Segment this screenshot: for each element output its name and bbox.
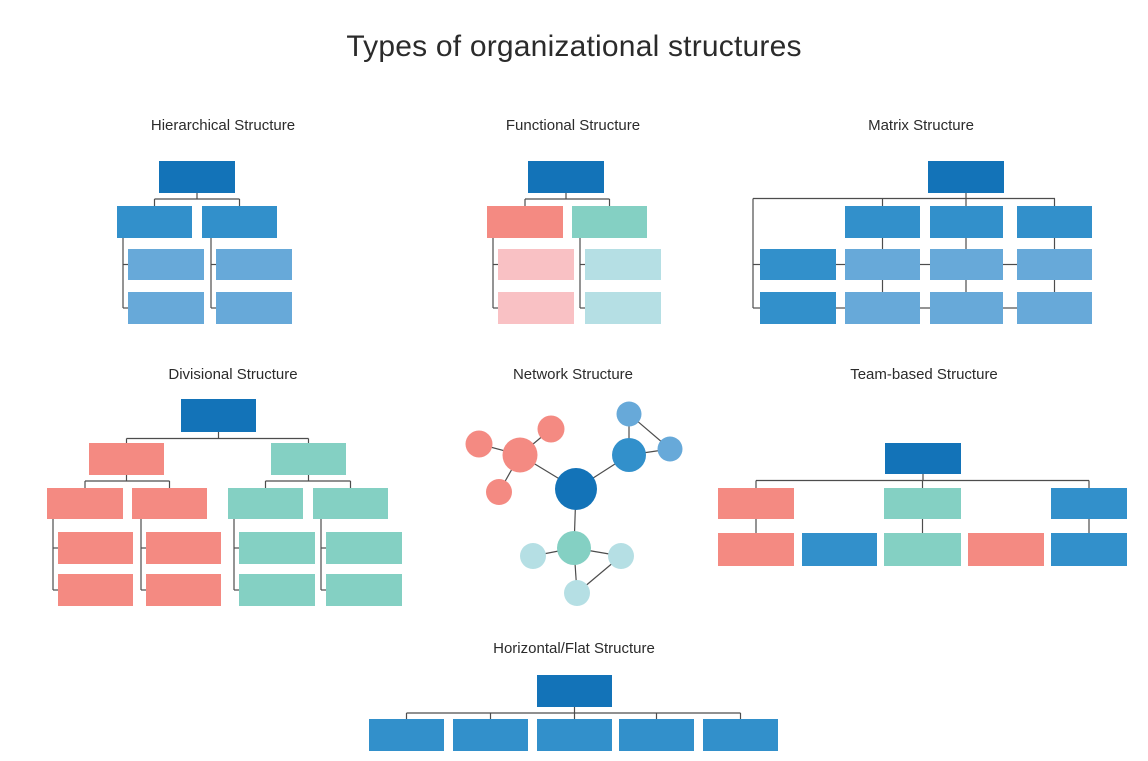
team-based-node-box [1051,533,1127,566]
network-node-circle [486,479,512,505]
divisional-node-box [239,532,315,564]
network-node-circle [608,543,634,569]
matrix-node-box [928,161,1004,193]
horizontal-flat-node-box [619,719,694,751]
matrix-node-box [1017,206,1092,238]
horizontal-flat-node-box [703,719,778,751]
team-based-node-box [884,533,961,566]
matrix-node-box [930,249,1003,280]
divisional-node-box [313,488,388,519]
divisional-node-box [132,488,207,519]
horizontal-flat-node-box [537,719,612,751]
network-node-circle [657,436,683,462]
diagram-label-network: Network Structure [512,366,634,383]
team-based-node-box [718,533,794,566]
horizontal-flat-node-box [537,675,612,707]
diagram-label-hierarchical: Hierarchical Structure [150,117,296,134]
functional-node-box [585,249,661,280]
divisional-node-box [58,574,133,606]
network-node-circle [520,543,546,569]
horizontal-flat-node-box [369,719,444,751]
diagram-team-based [718,443,1127,566]
matrix-node-box [930,206,1003,238]
horizontal-flat-node-box [453,719,528,751]
divisional-node-box [326,574,402,606]
hierarchical-node-box [216,249,292,280]
functional-node-box [528,161,604,193]
matrix-node-box [760,292,836,324]
team-based-node-box [968,533,1044,566]
diagram-label-divisional: Divisional Structure [168,366,298,383]
network-node-circle [555,468,597,510]
divisional-node-box [58,532,133,564]
hierarchical-node-box [159,161,235,193]
divisional-node-box [181,399,256,432]
team-based-node-box [885,443,961,474]
divisional-node-box [239,574,315,606]
diagram-hierarchical [117,161,292,324]
functional-node-box [498,292,574,324]
divisional-node-box [146,532,221,564]
hierarchical-node-box [117,206,192,238]
diagram-label-matrix: Matrix Structure [868,117,974,134]
network-node-circle [502,437,538,473]
functional-node-box [498,249,574,280]
diagram-label-functional: Functional Structure [505,117,641,134]
divisional-node-box [326,532,402,564]
functional-node-box [572,206,647,238]
matrix-node-box [760,249,836,280]
network-node-circle [616,401,642,427]
functional-node-box [585,292,661,324]
diagram-network [465,401,683,606]
divisional-node-box [146,574,221,606]
team-based-node-box [884,488,961,519]
diagram-label-team-based: Team-based Structure [850,366,998,383]
network-node-circle [465,430,493,458]
diagram-matrix [752,161,1092,324]
network-node-circle [612,438,646,472]
team-based-node-box [802,533,877,566]
divisional-node-box [89,443,164,475]
hierarchical-node-box [128,292,204,324]
network-node-circle [564,580,590,606]
page-title: Types of organizational structures [346,30,802,63]
divisional-node-box [228,488,303,519]
hierarchical-node-box [202,206,277,238]
matrix-node-box [845,292,920,324]
network-node-circle [557,531,591,565]
matrix-node-box [845,206,920,238]
diagram-functional [487,161,661,324]
team-based-node-box [1051,488,1127,519]
divisional-node-box [271,443,346,475]
matrix-node-box [845,249,920,280]
matrix-node-box [1017,292,1092,324]
team-based-node-box [718,488,794,519]
functional-node-box [487,206,563,238]
divisional-node-box [47,488,123,519]
diagram-horizontal-flat [369,675,778,751]
hierarchical-node-box [128,249,204,280]
hierarchical-node-box [216,292,292,324]
matrix-node-box [1017,249,1092,280]
diagram-label-horizontal-flat: Horizontal/Flat Structure [493,640,655,657]
matrix-node-box [930,292,1003,324]
diagram-divisional [47,399,402,606]
network-node-circle [537,415,565,443]
